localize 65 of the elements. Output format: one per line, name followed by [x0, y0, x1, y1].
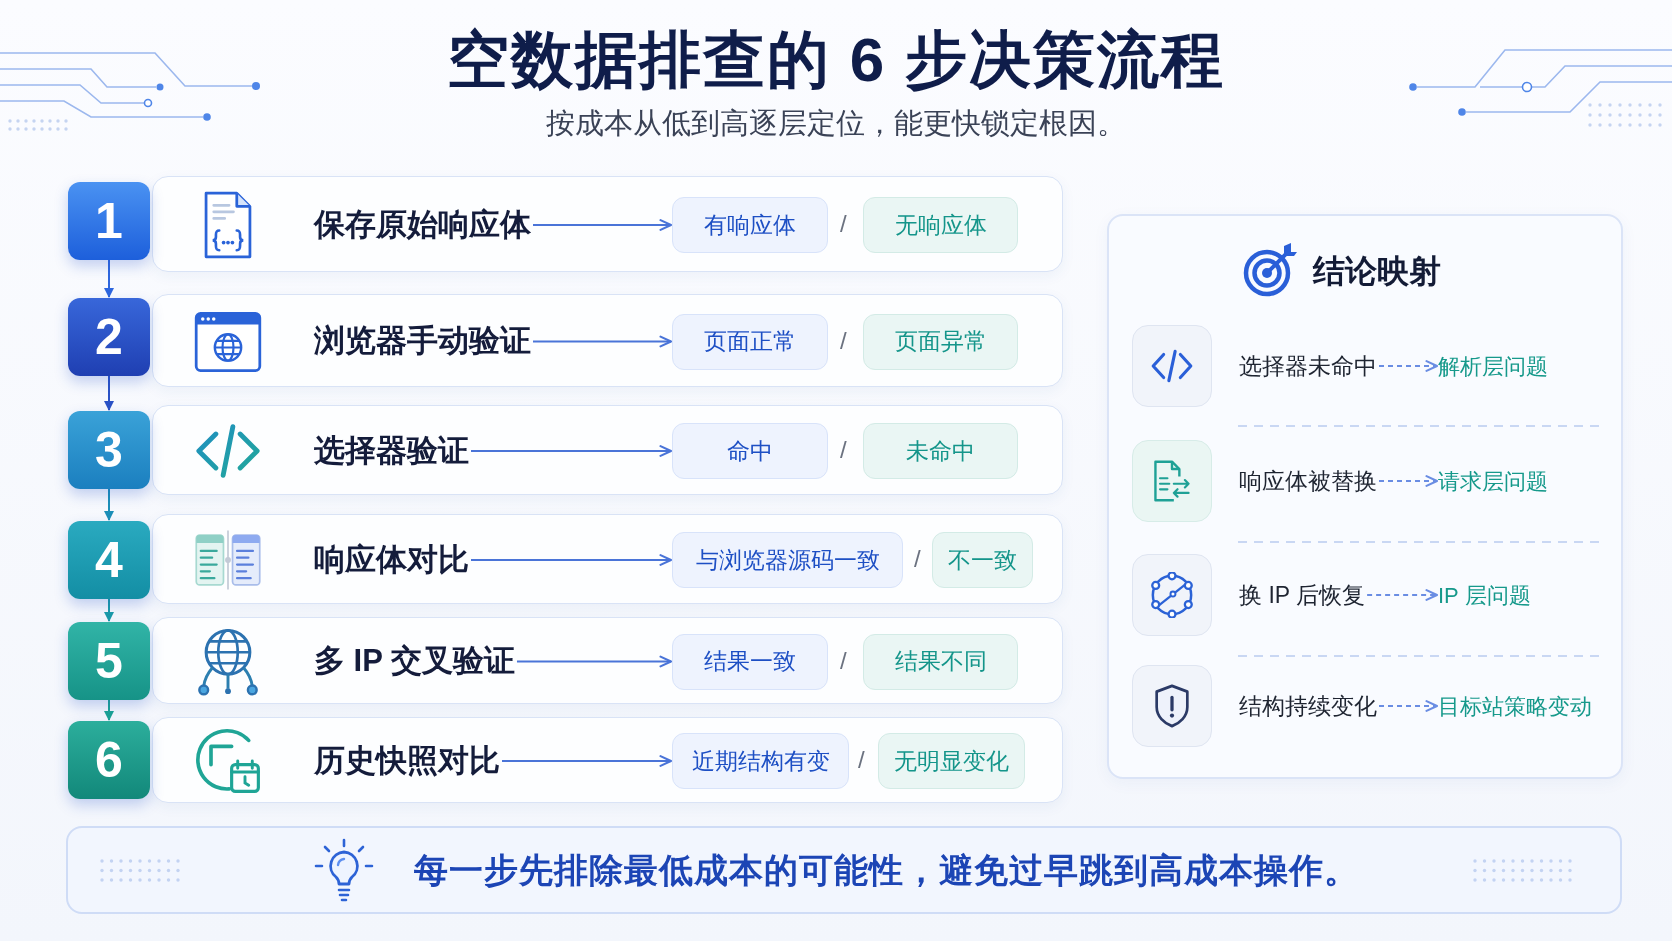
- step-title: 历史快照对比: [314, 739, 500, 783]
- step-card: [152, 176, 1063, 272]
- step-card: [152, 405, 1063, 495]
- panel-heading: 结论映射: [1313, 252, 1441, 291]
- arrow: [533, 219, 673, 231]
- dashed-arrow: [1379, 700, 1439, 712]
- conclusion-panel: [1107, 214, 1623, 779]
- step-title: 响应体对比: [314, 538, 469, 582]
- outcome-pill: 页面异常: [863, 313, 1018, 370]
- step-title: 浏览器手动验证: [314, 319, 531, 364]
- conclusion-text: 请求层问题: [1438, 463, 1548, 499]
- step-number-badge: 5: [68, 622, 150, 700]
- step-card: [152, 514, 1063, 604]
- outcome-pill: 与浏览器源码一致: [672, 532, 903, 588]
- outcome-pill: 无明显变化: [878, 733, 1025, 789]
- finding-text: 换 IP 后恢复: [1239, 577, 1366, 613]
- slash: /: [840, 325, 847, 356]
- title: 空数据排查的 6 步决策流程: [446, 24, 1226, 96]
- subtitle: 按成本从低到高逐层定位，能更快锁定根因。: [546, 106, 1126, 141]
- outcome-pill: 页面正常: [672, 313, 828, 370]
- outcome-pill: 未命中: [863, 423, 1018, 479]
- conclusion-text: IP 层问题: [1438, 577, 1531, 613]
- outcome-pill: 有响应体: [672, 197, 828, 253]
- step-number-badge: 6: [68, 721, 150, 799]
- outcome-pill: 结果一致: [672, 633, 828, 690]
- outcome-pill: 无响应体: [863, 197, 1018, 253]
- step-number-badge: 2: [68, 298, 150, 376]
- arrow: [104, 598, 114, 622]
- dashed-arrow: [1379, 360, 1439, 372]
- tip-text: 每一步先排除最低成本的可能性，避免过早跳到高成本操作。: [414, 850, 1359, 891]
- step-number-badge: 1: [68, 182, 150, 260]
- outcome-pill: 近期结构有变: [672, 733, 849, 789]
- dashed-arrow: [1379, 475, 1439, 487]
- step-title: 选择器验证: [314, 429, 469, 473]
- slash: /: [840, 645, 847, 676]
- arrow: [104, 488, 114, 521]
- slash: /: [840, 209, 847, 239]
- arrow: [104, 375, 114, 411]
- step-number-badge: 4: [68, 521, 150, 599]
- slash: /: [858, 745, 865, 775]
- arrow: [516, 655, 673, 668]
- arrow: [471, 445, 673, 457]
- tip-banner: [66, 826, 1622, 914]
- arrow: [502, 755, 673, 767]
- arrow: [471, 554, 673, 566]
- finding-text: 响应体被替换: [1239, 463, 1377, 499]
- arrow: [104, 259, 114, 298]
- arrow: [104, 699, 114, 721]
- step-card: [152, 717, 1063, 803]
- dashed-arrow: [1367, 589, 1439, 601]
- slash: /: [840, 435, 847, 465]
- step-number-badge: 3: [68, 411, 150, 489]
- outcome-pill: 结果不同: [863, 633, 1018, 690]
- outcome-pill: 不一致: [932, 532, 1033, 588]
- outcome-pill: 命中: [672, 423, 828, 479]
- step-card: [152, 617, 1063, 704]
- arrow: [533, 335, 673, 348]
- step-card: [152, 294, 1063, 387]
- conclusion-text: 目标站策略变动: [1438, 688, 1592, 724]
- conclusion-text: 解析层问题: [1438, 348, 1548, 384]
- step-title: 多 IP 交叉验证: [314, 639, 515, 684]
- finding-text: 结构持续变化: [1239, 688, 1377, 724]
- slash: /: [914, 544, 921, 574]
- step-title: 保存原始响应体: [314, 203, 531, 247]
- finding-text: 选择器未命中: [1239, 348, 1377, 384]
